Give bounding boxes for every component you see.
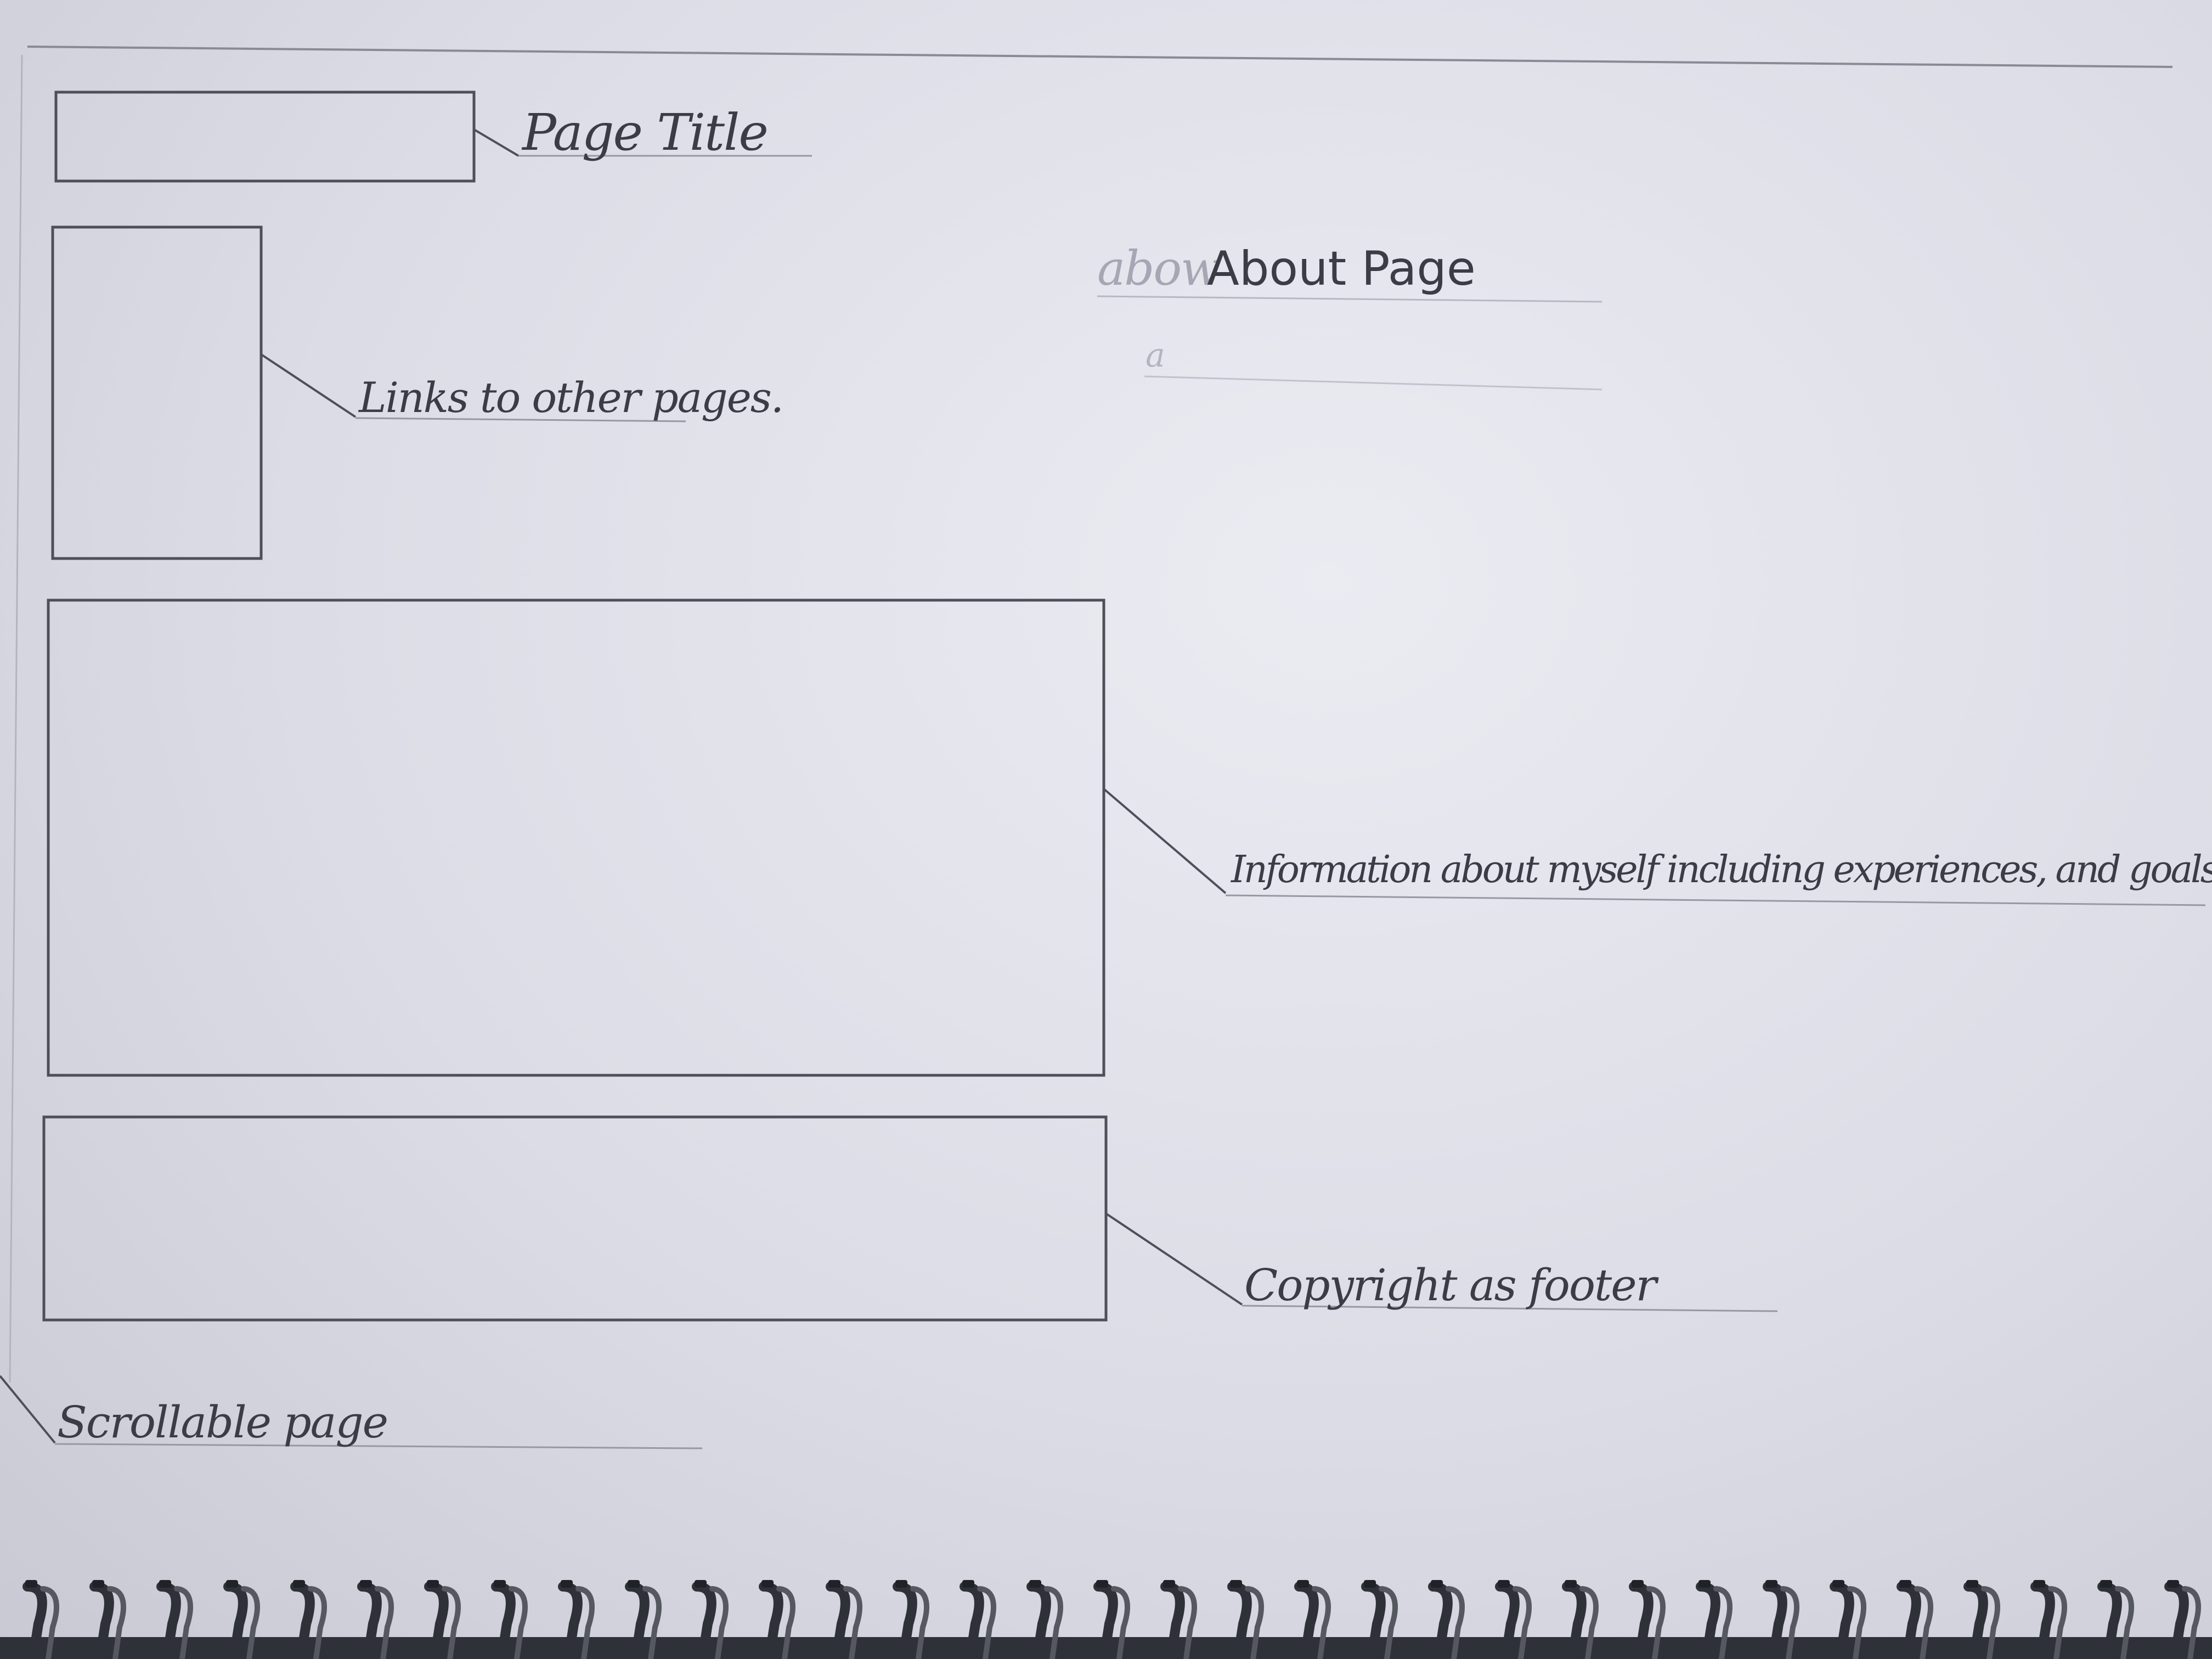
scroll-note: Scrollable page [57, 1397, 388, 1448]
binding-hole [293, 1580, 305, 1588]
spiral-ring-highlight [509, 1586, 528, 1659]
spiral-ring-highlight [709, 1586, 729, 1659]
binding-hole [1832, 1580, 1844, 1588]
nav-links-box [51, 225, 263, 560]
binding-hole [226, 1580, 238, 1588]
spiral-ring-highlight [1379, 1586, 1398, 1659]
page-title-leader [473, 128, 520, 157]
spiral-ring-highlight [575, 1586, 595, 1659]
binding-hole [828, 1580, 840, 1588]
spiral-ring-highlight [1044, 1586, 1063, 1659]
spiral-ring-highlight [1513, 1586, 1532, 1659]
binding-hole [92, 1580, 104, 1588]
main-content-leader [1103, 788, 1227, 894]
spiral-ring-highlight [776, 1586, 795, 1659]
spiral-ring-highlight [1111, 1586, 1130, 1659]
binding-hole [1029, 1580, 1041, 1588]
spiral-ring-highlight [843, 1586, 862, 1659]
binding-hole [561, 1580, 573, 1588]
main-content-underline [1225, 894, 2206, 906]
spiral-ring-highlight [1780, 1586, 1799, 1659]
left-margin-line [9, 54, 23, 1383]
binding-hole [761, 1580, 774, 1588]
main-content-box [47, 599, 1105, 1077]
footer-underline [1242, 1305, 1778, 1312]
spiral-ring-highlight [2115, 1586, 2134, 1659]
about-page-heading: About Page [1207, 241, 1476, 296]
binding-hole [1565, 1580, 1577, 1588]
spiral-ring-highlight [107, 1586, 126, 1659]
spiral-ring-highlight [1178, 1586, 1197, 1659]
binding-hole [1966, 1580, 1978, 1588]
spiral-ring-highlight [1312, 1586, 1331, 1659]
about-faint-line [1144, 375, 1602, 391]
spiral-ring-highlight [40, 1586, 59, 1659]
spiral-ring-highlight [442, 1586, 461, 1659]
spiral-ring-highlight [1579, 1586, 1599, 1659]
binding-hole [1431, 1580, 1443, 1588]
binding-hole [628, 1580, 640, 1588]
footer-note: Copyright as footer [1244, 1260, 1657, 1311]
binding-hole [1899, 1580, 1911, 1588]
faint-mark: a [1146, 336, 1165, 375]
binding-hole [2033, 1580, 2045, 1588]
spiral-binding [0, 1580, 2212, 1659]
binding-hole [427, 1580, 439, 1588]
binding-hole [1765, 1580, 1778, 1588]
about-underline [1097, 295, 1602, 303]
footer-leader [1105, 1212, 1243, 1306]
spiral-ring-highlight [1646, 1586, 1666, 1659]
nav-links-underline [355, 417, 686, 422]
spiral-ring-highlight [1713, 1586, 1733, 1659]
scroll-leader [0, 1375, 56, 1444]
binding-hole [1230, 1580, 1242, 1588]
binding-hole [360, 1580, 372, 1588]
nav-links-note: Links to other pages. [359, 373, 784, 422]
nav-links-leader [260, 353, 357, 418]
info-note: Information about myself including exper… [1231, 848, 2212, 891]
binding-hole [25, 1580, 37, 1588]
spiral-ring-highlight [241, 1586, 260, 1659]
spiral-ring-highlight [174, 1586, 193, 1659]
scroll-underline [54, 1443, 703, 1449]
binding-hole [962, 1580, 974, 1588]
binding-hole [1632, 1580, 1644, 1588]
spiral-ring-highlight [308, 1586, 327, 1659]
binding-hole [695, 1580, 707, 1588]
page-title-note: Page Title [522, 103, 769, 162]
binding-hole [1699, 1580, 1711, 1588]
about-scratch-note: abow [1097, 241, 1221, 296]
binding-hole [159, 1580, 171, 1588]
page-title-box [54, 91, 476, 183]
spiral-ring-highlight [642, 1586, 662, 1659]
spiral-ring-highlight [375, 1586, 394, 1659]
binding-hole [2167, 1580, 2179, 1588]
spiral-ring-highlight [1981, 1586, 2000, 1659]
binding-hole [2100, 1580, 2112, 1588]
binding-hole [494, 1580, 506, 1588]
binding-hole [1096, 1580, 1108, 1588]
binding-hole [1163, 1580, 1175, 1588]
binding-hole [1498, 1580, 1510, 1588]
spiral-ring-highlight [977, 1586, 996, 1659]
spiral-ring-highlight [1914, 1586, 1933, 1659]
spiral-ring-highlight [2048, 1586, 2067, 1659]
binding-hole [1364, 1580, 1376, 1588]
footer-box [42, 1115, 1108, 1322]
binding-hole [1297, 1580, 1309, 1588]
spiral-ring-highlight [1847, 1586, 1866, 1659]
spiral-ring-highlight [1245, 1586, 1264, 1659]
spiral-ring-highlight [1446, 1586, 1465, 1659]
top-ruled-line [27, 46, 2173, 68]
spiral-ring-highlight [910, 1586, 929, 1659]
spiral-ring-highlight [2182, 1586, 2201, 1659]
binding-hole [895, 1580, 907, 1588]
